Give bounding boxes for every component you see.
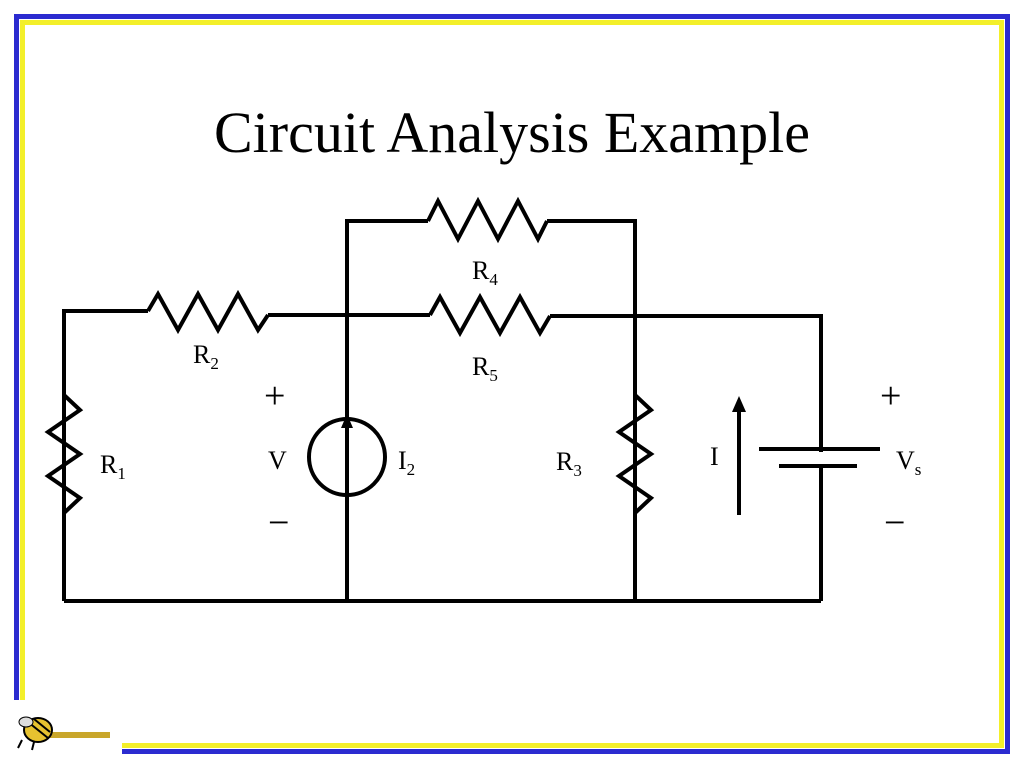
source-arrow-icon [341,414,353,428]
label-vs: Vs [896,446,921,479]
polarity-plus-v: + [264,375,285,417]
bee-logo-icon [17,716,110,751]
label-v: V [268,446,287,475]
label-r3: R3 [556,447,582,480]
battery-gap [815,452,827,464]
wire-top-rail [62,309,823,601]
resistor-r3 [615,393,655,515]
resistor-r1 [44,393,84,515]
slide-border-inner [20,20,1004,748]
polarity-minus-v: − [268,502,289,544]
resistor-r2 [146,289,270,335]
label-r2: R2 [193,340,219,373]
wire-r4-branch [345,219,637,601]
current-arrow-icon [732,396,746,412]
polarity-minus-vs: − [884,502,905,544]
label-i2: I2 [398,446,415,479]
resistor-r5 [428,292,552,338]
label-r5: R5 [472,352,498,385]
slide-title: Circuit Analysis Example [213,100,811,165]
label-r1: R1 [100,450,126,483]
polarity-plus-vs: + [880,375,901,417]
resistor-r4 [426,196,549,244]
slide-border-outer [14,14,1010,754]
label-r4: R4 [472,256,498,289]
label-i: I [710,442,719,471]
